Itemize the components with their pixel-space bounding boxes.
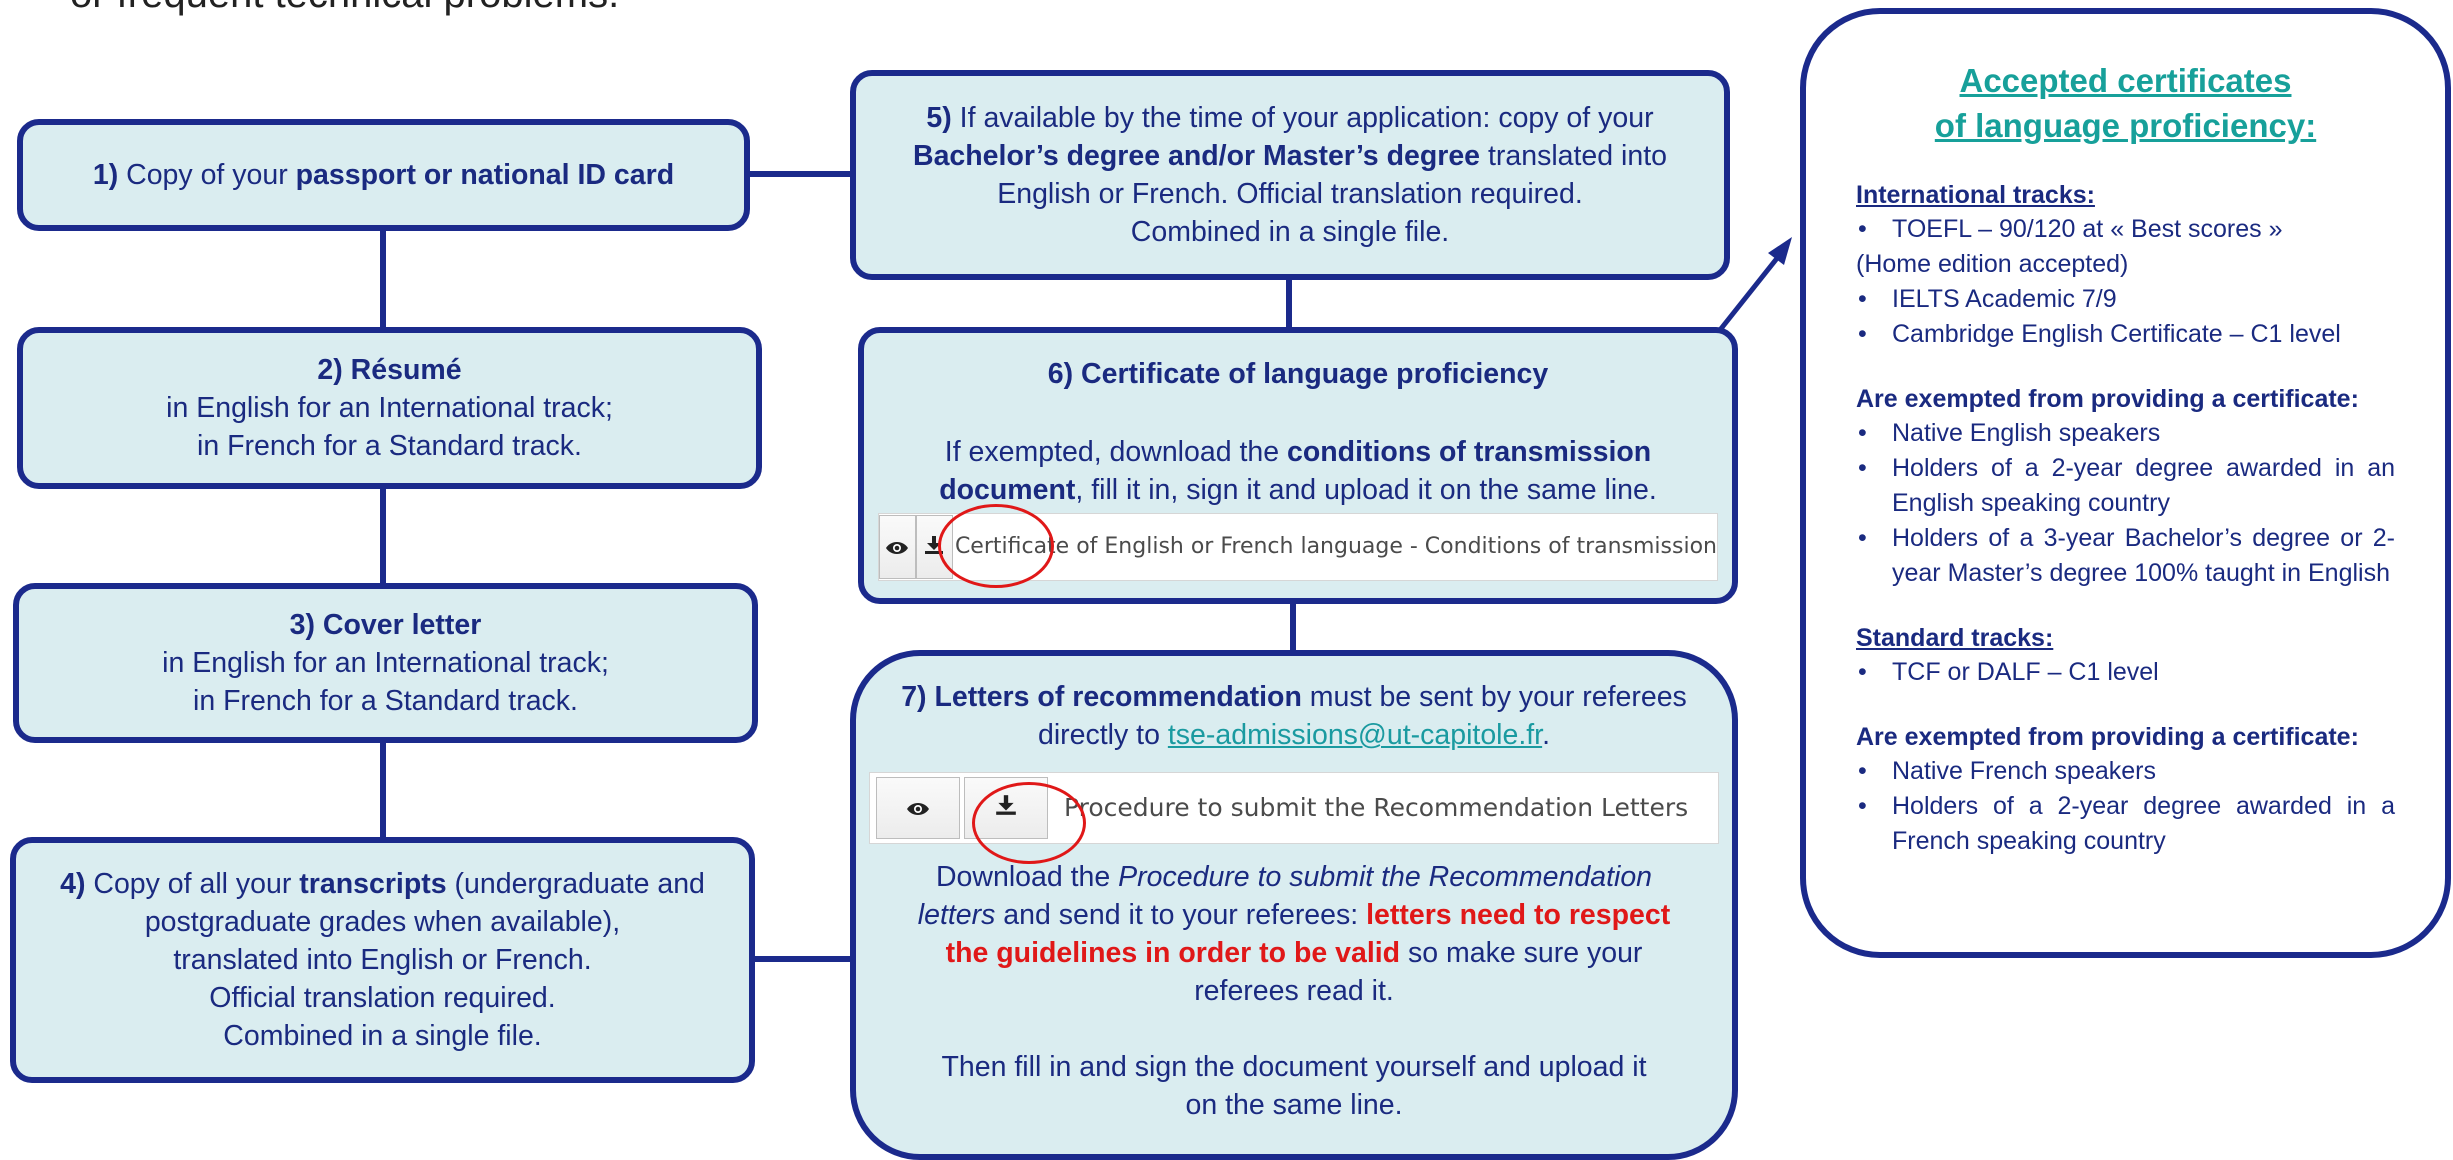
step-5-degrees: 5) If available by the time of your appl… [850, 70, 1730, 280]
international-tracks-heading: International tracks: [1856, 181, 2095, 209]
exempted-list-standard: Native French speakers Holders of a 2-ye… [1856, 754, 2395, 859]
certificates-title: Accepted certificates of language profic… [1934, 62, 2317, 144]
list-item: Holders of a 2-year degree awarded in a … [1856, 789, 2395, 859]
list-item: TOEFL – 90/120 at « Best scores » [1856, 212, 2395, 247]
step-4-transcripts: 4) Copy of all your transcripts (undergr… [10, 837, 755, 1083]
conditions-document-label: Certificate of English or French languag… [954, 534, 1717, 559]
accepted-certificates-panel: Accepted certificates of language profic… [1800, 8, 2451, 958]
step-6-language-certificate: 6) Certificate of language proficiency I… [858, 327, 1738, 604]
connector [380, 228, 386, 334]
exempted-heading-international: Are exempted from providing a certificat… [1856, 385, 2359, 413]
view-button[interactable] [876, 777, 960, 839]
eye-icon [885, 528, 909, 566]
connector [746, 171, 854, 177]
view-button[interactable] [879, 515, 916, 579]
list-item: Native English speakers [1856, 416, 2395, 451]
exempted-heading-standard: Are exempted from providing a certificat… [1856, 723, 2359, 751]
connector [380, 740, 386, 840]
connector [1290, 600, 1296, 654]
connector [1286, 276, 1292, 331]
international-list-continued: IELTS Academic 7/9 Cambridge English Cer… [1856, 282, 2395, 352]
step-2-resume: 2) Résumé in English for an Internationa… [17, 327, 762, 489]
list-item: IELTS Academic 7/9 [1856, 282, 2395, 317]
step-3-cover-letter: 3) Cover letter in English for an Intern… [13, 583, 758, 743]
step-1-passport: 1) Copy of your passport or national ID … [17, 119, 750, 231]
highlight-ring [972, 782, 1086, 864]
download-icon [923, 528, 945, 566]
step-7-recommendation-letters: 7) Letters of recommendation must be sen… [850, 650, 1738, 1160]
standard-tracks-heading: Standard tracks: [1856, 624, 2054, 652]
list-item: Native French speakers [1856, 754, 2395, 789]
top-partial-text: or frequent technical problems. [70, 0, 619, 17]
connector [752, 956, 854, 962]
list-item: TCF or DALF – C1 level [1856, 655, 2395, 690]
procedure-document-label: Procedure to submit the Recommendation L… [1064, 793, 1689, 822]
exempted-list-international: Native English speakers Holders of a 2-y… [1856, 416, 2395, 591]
international-list: TOEFL – 90/120 at « Best scores » [1856, 212, 2395, 247]
connector [380, 486, 386, 586]
eye-icon [906, 789, 930, 827]
admissions-email-link[interactable]: tse-admissions@ut-capitole.fr [1167, 719, 1543, 751]
highlight-ring [938, 504, 1054, 588]
list-item: Holders of a 2-year degree awarded in an… [1856, 451, 2395, 521]
standard-list: TCF or DALF – C1 level [1856, 655, 2395, 690]
home-edition-note: (Home edition accepted) [1856, 250, 2129, 278]
list-item: Cambridge English Certificate – C1 level [1856, 317, 2395, 352]
list-item: Holders of a 3-year Bachelor’s degree or… [1856, 521, 2395, 591]
